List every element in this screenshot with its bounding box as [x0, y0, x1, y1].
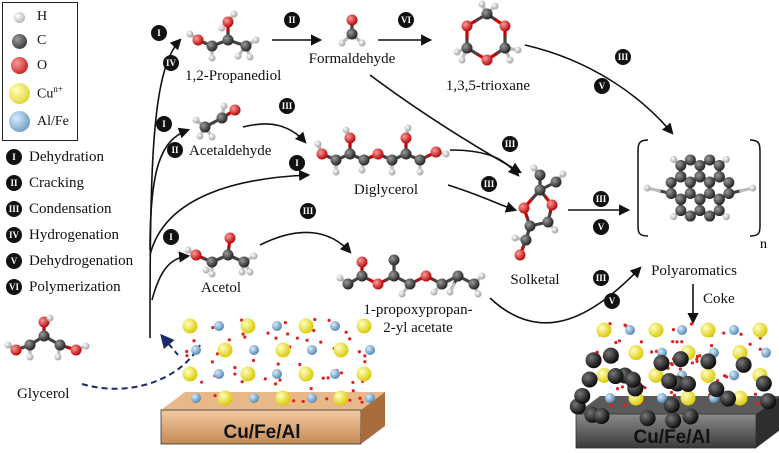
oxygen-atom-icon [11, 57, 28, 74]
step-label: Cracking [29, 174, 84, 191]
arrow-to-diglycerol [149, 169, 311, 256]
polyaromatic-model [643, 154, 757, 222]
polymer-subscript: n [760, 237, 767, 252]
label-propanediol: 1,2-Propanediol [185, 68, 282, 84]
pathway-arrows [149, 34, 699, 339]
arrow-trioxane-polyaromatics [524, 44, 674, 135]
propanediol-model [186, 10, 260, 62]
badge-dehydration: I [151, 25, 167, 41]
legend-row-c: C [9, 33, 46, 49]
propoxypropan-model [336, 254, 486, 298]
legend-label-h: H [37, 9, 48, 24]
formaldehyde-model [338, 14, 366, 47]
arrow-diglycerol-solketal [449, 149, 520, 177]
glycerol-model [4, 314, 90, 361]
label-propoxypropan-2: 2-yl acetate [383, 320, 453, 336]
step-badge: VI [6, 279, 22, 295]
step-label: Condensation [29, 200, 112, 217]
trioxane-model [453, 0, 522, 66]
badge-condensation: III [481, 176, 497, 192]
carbon-atom-icon [12, 33, 27, 49]
badge-dehydration: I [156, 116, 172, 132]
glycerol-adsorption-arrow [81, 344, 201, 390]
legend-label-o: O [37, 57, 48, 73]
fresh-catalyst-label: Cu/Fe/Al [223, 422, 301, 443]
badge-condensation: III [502, 136, 518, 152]
arrow-to-acetaldehyde [149, 127, 191, 251]
badge-condensation: III [593, 270, 609, 286]
step-badge: II [6, 175, 22, 191]
coked-catalyst-block [569, 322, 779, 449]
acetol-model [184, 232, 258, 278]
step-label: Dehydration [29, 148, 104, 165]
badge-dehydrogenation: V [594, 78, 610, 94]
badge-dehydration: I [163, 229, 179, 245]
acetaldehyde-model [192, 102, 241, 141]
step-dehydration: I Dehydration [6, 144, 133, 170]
arrow-to-acetol [151, 251, 191, 301]
hydrogen-atom-icon [14, 11, 25, 23]
label-diglycerol: Diglycerol [353, 182, 419, 198]
badge-dehydrogenation: V [593, 219, 609, 235]
copper-ion-icon [9, 83, 30, 104]
step-hydrogenation: IV Hydrogenation [6, 222, 133, 248]
arrow-propoxypropan-polyaromatics [489, 266, 642, 324]
label-acetol: Acetol [201, 280, 241, 296]
label-solketal: Solketal [510, 272, 560, 288]
step-badge: III [6, 201, 22, 217]
step-condensation: III Condensation [6, 196, 133, 222]
legend-row-h: H [9, 9, 47, 25]
badge-condensation: III [615, 49, 631, 65]
al-fe-atom-icon [9, 111, 30, 132]
step-badge: I [6, 149, 22, 165]
arrow-diglycerol-solketal-2 [447, 184, 518, 213]
arrow-to-propanediol [149, 38, 182, 339]
legend-row-alfe: Al/Fe [9, 111, 69, 132]
step-label: Dehydrogenation [29, 252, 134, 269]
badge-condensation: III [593, 191, 609, 207]
arrow-acetaldehyde-diglycerol [242, 123, 307, 144]
label-acetaldehyde: Acetaldehyde [189, 143, 272, 159]
step-cracking: II Cracking [6, 170, 133, 196]
legend-label-alfe: Al/Fe [37, 113, 69, 129]
fresh-catalyst-block [160, 317, 385, 445]
diglycerol-model [314, 124, 450, 176]
arrow-acetol-propoxypropan [259, 231, 352, 254]
badge-dehydrogenation: V [604, 293, 620, 309]
badge-dehydration: I [289, 155, 305, 171]
badge-hydrogenation: IV [163, 55, 179, 71]
step-polymerization: VI Polymerization [6, 274, 133, 300]
catalyst-blocks [160, 317, 779, 449]
badge-polymerization: VI [398, 12, 414, 28]
step-dehydrogenation: V Dehydrogenation [6, 248, 133, 274]
legend-label-cu: Cun+ [37, 84, 63, 102]
polymer-bracket [637, 139, 761, 237]
step-label: Hydrogenation [29, 226, 119, 243]
coked-catalyst-label: Cu/Fe/Al [633, 427, 711, 448]
label-trioxane: 1,3,5-trioxane [445, 78, 531, 94]
legend-label-c: C [37, 33, 47, 48]
step-badge: V [6, 253, 22, 269]
badge-condensation: III [279, 98, 295, 114]
badge-cracking: II [284, 12, 300, 28]
label-propoxypropan-1: 1-propoxypropan- [363, 302, 473, 318]
label-coke: Coke [703, 291, 735, 307]
label-glycerol: Glycerol [17, 386, 70, 402]
legend-row-cu: Cun+ [9, 83, 63, 104]
glycerol-desorption-arrow [160, 333, 179, 356]
step-label: Polymerization [29, 278, 121, 295]
badge-cracking: II [167, 142, 183, 158]
legend-row-o: O [9, 57, 47, 74]
badge-condensation: III [300, 203, 316, 219]
label-formaldehyde: Formaldehyde [308, 51, 396, 67]
molecule-models [4, 0, 757, 361]
solketal-model [511, 164, 567, 261]
step-badge: IV [6, 227, 22, 243]
label-polyaromatics: Polyaromatics [651, 263, 737, 279]
atom-legend: H C O Cun+ Al/Fe [2, 2, 78, 141]
